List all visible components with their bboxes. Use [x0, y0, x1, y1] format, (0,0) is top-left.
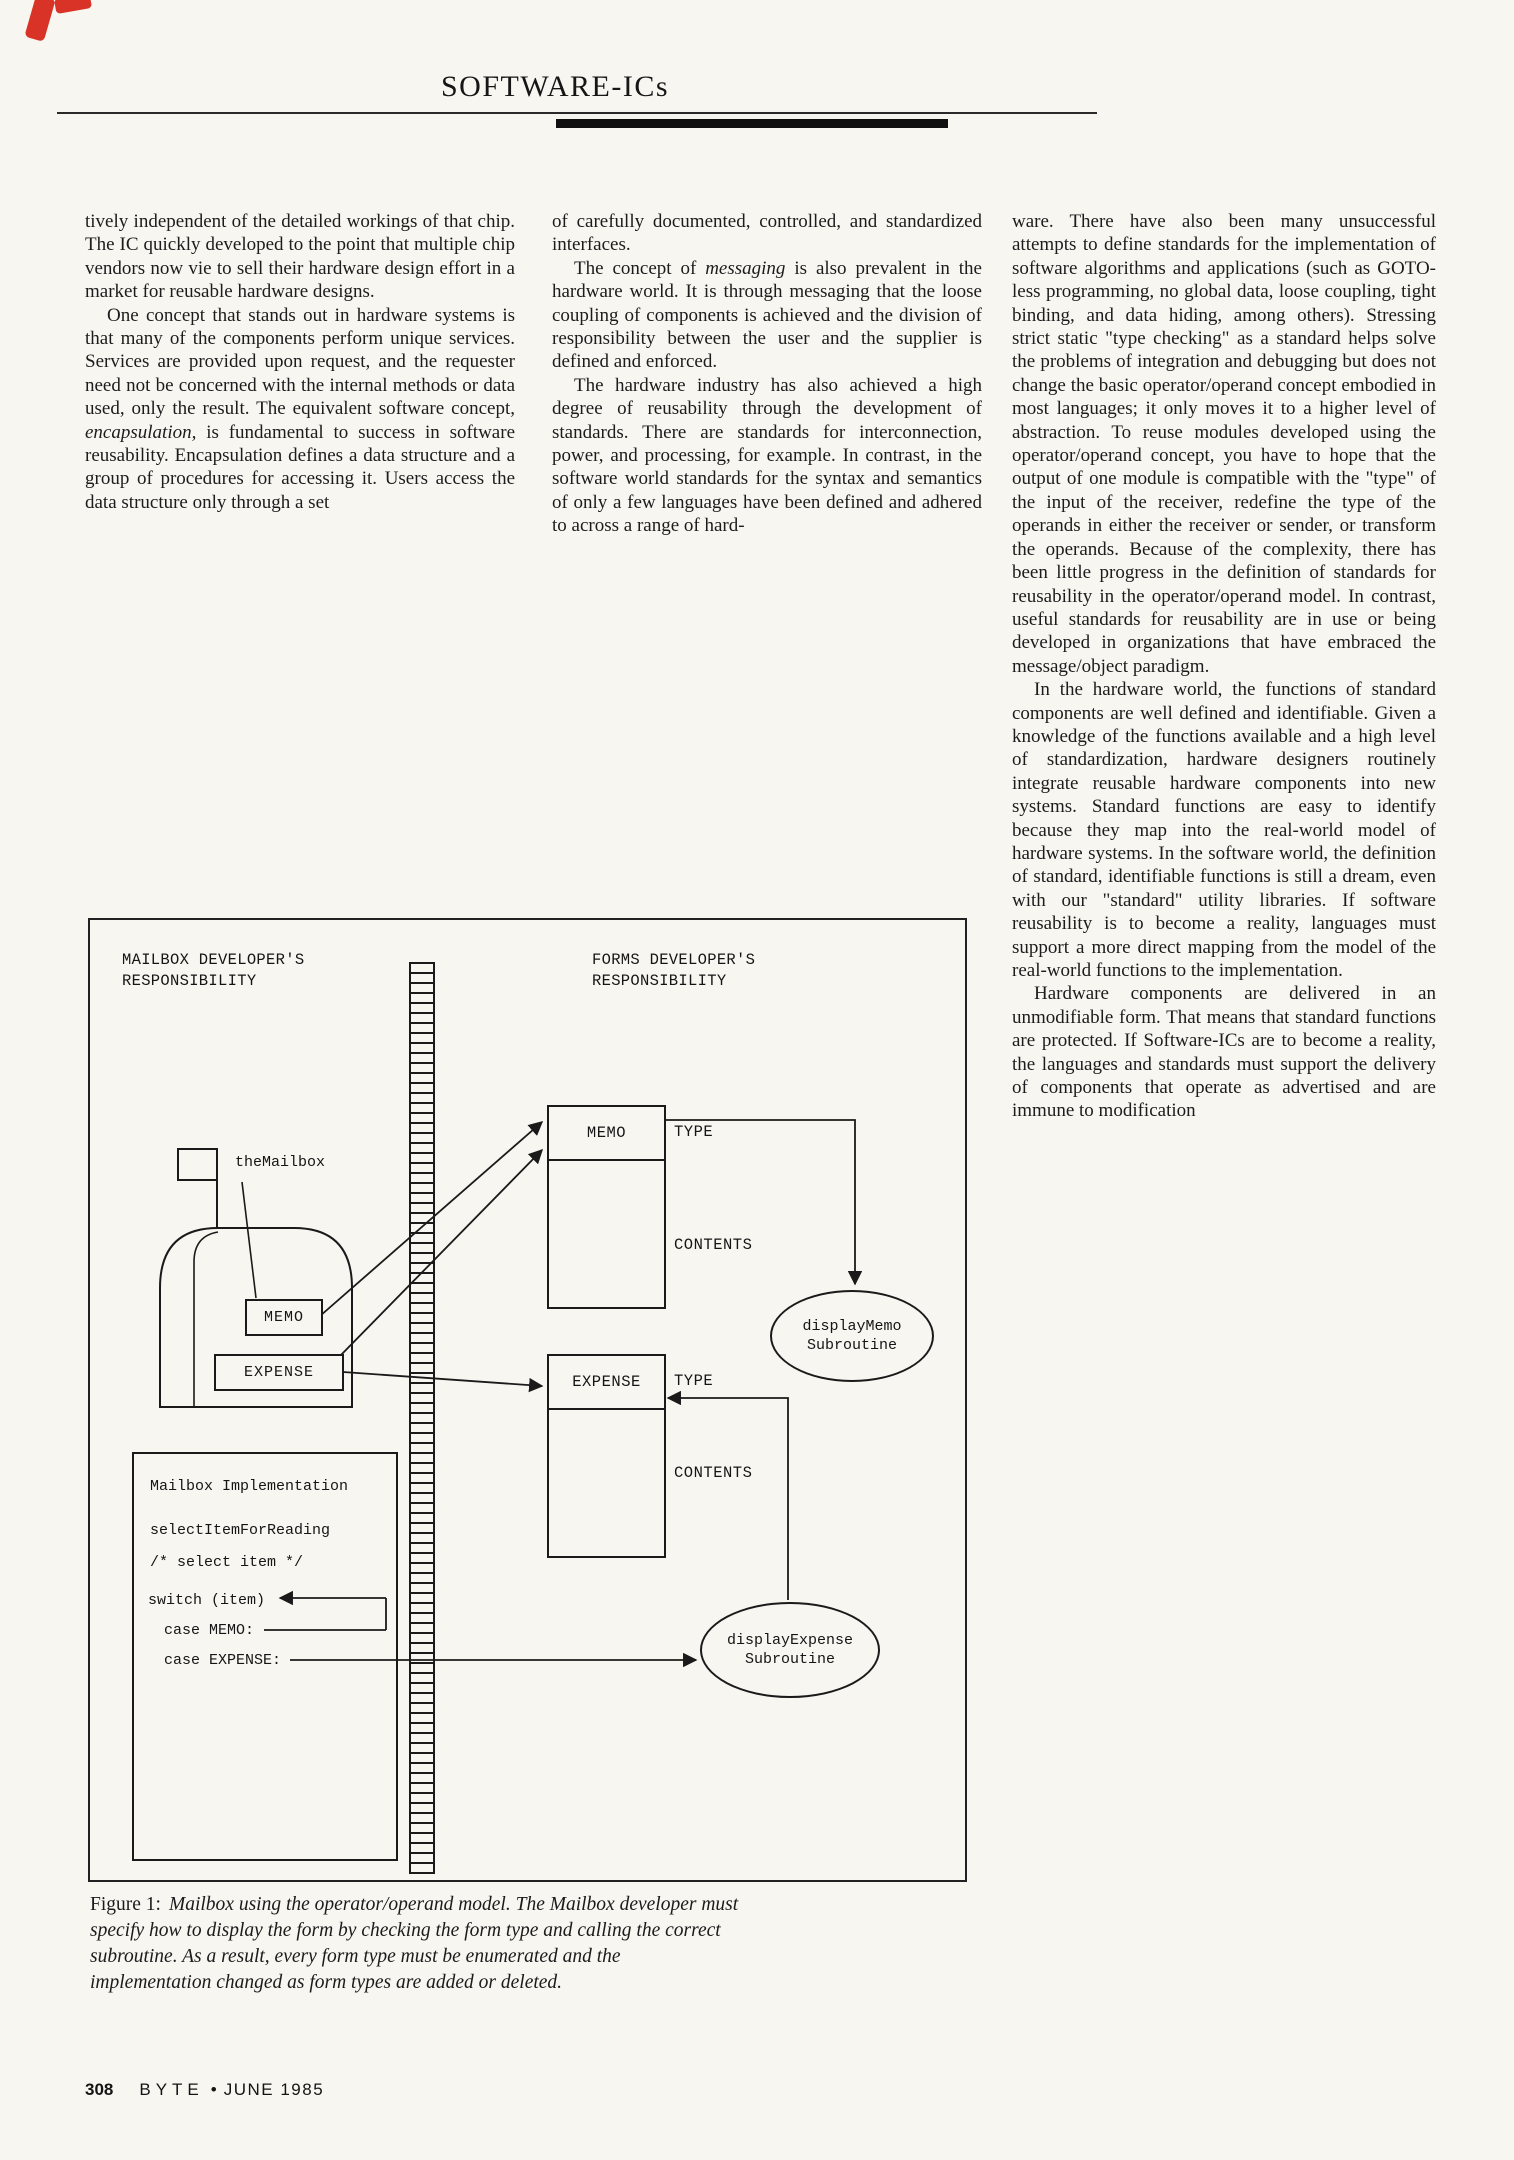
code-line: selectItemForReading	[150, 1522, 331, 1539]
expense-slot-box: EXPENSE	[214, 1354, 344, 1391]
memo-to-subroutine-arrow	[662, 1119, 863, 1286]
caption-label: Figure 1:	[90, 1894, 161, 1915]
figure-caption: Figure 1:Mailbox using the operator/oper…	[90, 1892, 740, 1996]
expense-record-box: EXPENSE	[547, 1354, 666, 1558]
text-column-3: ware. There have also been many unsucces…	[1012, 210, 1436, 1123]
header-rule	[57, 112, 1097, 114]
subroutine-to-expense-arrow	[666, 1390, 789, 1600]
text-column-1: tively independent of the detailed worki…	[85, 210, 515, 514]
contents-label: CONTENTS	[674, 1236, 753, 1254]
paragraph-text: The concept of	[574, 257, 706, 279]
forms-developer-label: FORMS DEVELOPER'S RESPONSIBILITY	[592, 950, 755, 992]
mailbox-rim	[193, 1231, 219, 1407]
ellipse-line: displayMemo	[802, 1318, 902, 1335]
display-memo-subroutine: displayMemo Subroutine	[770, 1290, 934, 1382]
diagram-connectors	[159, 1119, 863, 1668]
italic-term: messaging	[705, 257, 786, 279]
code-line: case EXPENSE:	[164, 1652, 282, 1669]
type-label: TYPE	[674, 1123, 714, 1141]
red-pen-mark	[53, 0, 93, 15]
ellipse-line: Subroutine	[806, 1337, 897, 1354]
ellipse-line: Subroutine	[744, 1651, 835, 1668]
issue-date: JUNE 1985	[223, 2080, 325, 2099]
paragraph-text: is also prevalent in the hardware world.…	[552, 257, 982, 373]
mailbox-flag	[177, 1148, 218, 1181]
paragraph: The hardware industry has also achieved …	[552, 374, 982, 537]
code-line: switch (item)	[148, 1592, 266, 1609]
label-line: RESPONSIBILITY	[592, 972, 727, 990]
memo-slot-box: MEMO	[245, 1299, 323, 1336]
contents-label: CONTENTS	[674, 1464, 753, 1482]
paragraph-text: One concept that stands out in hardware …	[85, 304, 515, 420]
page-footer: 308 BYTE • JUNE 1985	[85, 2080, 324, 2100]
memo-record-box: MEMO	[547, 1105, 666, 1309]
memo-message-arrow	[319, 1121, 544, 1317]
mailbox-name-label: theMailbox	[235, 1154, 326, 1171]
italic-term: encapsulation,	[85, 421, 197, 443]
label-line: FORMS DEVELOPER'S	[592, 951, 756, 969]
red-pen-mark	[24, 0, 56, 42]
article-title: SOFTWARE-ICs	[440, 70, 669, 103]
paragraph: The concept of messaging is also prevale…	[552, 257, 982, 374]
code-line: /* select item */	[150, 1554, 304, 1571]
paragraph: In the hardware world, the functions of …	[1012, 679, 1436, 981]
ellipse-line: displayExpense	[726, 1632, 854, 1649]
figure-1-diagram: MAILBOX DEVELOPER'S RESPONSIBILITY FORMS…	[88, 918, 967, 1882]
paragraph: Hardware components are delivered in an …	[1012, 983, 1436, 1122]
caption-text: Mailbox using the operator/operand model…	[90, 1894, 739, 1993]
text-column-2: of carefully documented, controlled, and…	[552, 210, 982, 538]
page-number: 308	[85, 2080, 114, 2099]
record-type-cell: MEMO	[549, 1107, 664, 1161]
expense-message-arrow	[342, 1371, 544, 1393]
paragraph: One concept that stands out in hardware …	[85, 304, 515, 515]
paragraph: of carefully documented, controlled, and…	[552, 211, 982, 256]
footer-bullet: •	[210, 2080, 217, 2099]
mailbox-outline	[159, 1227, 353, 1408]
magazine-name: BYTE	[139, 2080, 204, 2099]
impl-title: Mailbox Implementation	[150, 1478, 349, 1495]
label-line: MAILBOX DEVELOPER'S	[122, 951, 305, 969]
interface-wall	[409, 962, 435, 1874]
header-bar	[556, 119, 948, 128]
display-expense-subroutine: displayExpense Subroutine	[700, 1602, 880, 1698]
label-pointer-line	[241, 1181, 257, 1299]
memo-message-arrow	[339, 1148, 544, 1357]
paragraph: ware. There have also been many unsucces…	[1012, 211, 1436, 677]
type-label: TYPE	[674, 1372, 714, 1390]
mailbox-developer-label: MAILBOX DEVELOPER'S RESPONSIBILITY	[122, 950, 304, 992]
paragraph-text: is fundamental to success in software re…	[85, 421, 515, 513]
implementation-box: Mailbox Implementation selectItemForRead…	[132, 1452, 398, 1861]
record-type-cell: EXPENSE	[549, 1356, 664, 1410]
label-line: RESPONSIBILITY	[122, 972, 257, 990]
code-line: case MEMO:	[164, 1622, 255, 1639]
paragraph: tively independent of the detailed worki…	[85, 211, 515, 303]
